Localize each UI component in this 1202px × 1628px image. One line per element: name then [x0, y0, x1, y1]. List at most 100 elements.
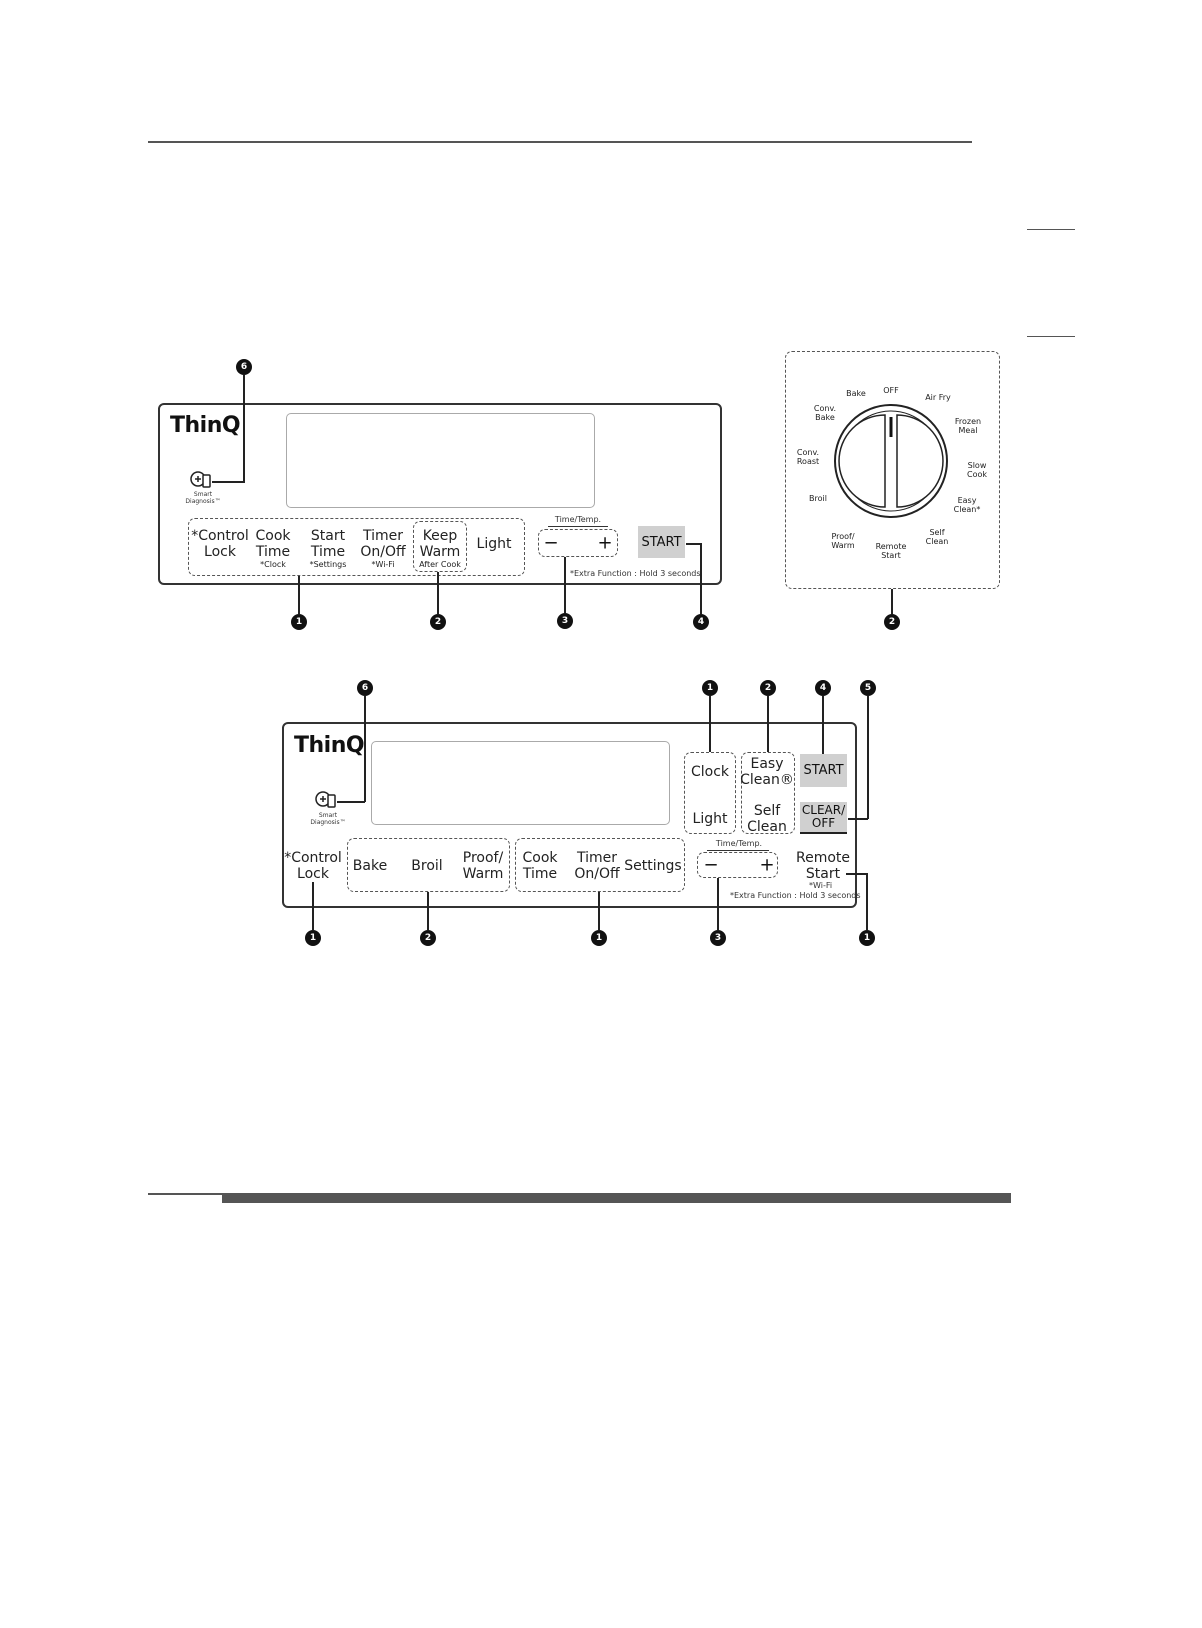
callout-4-top: 4 [693, 614, 709, 630]
time-temp-rule [548, 526, 608, 527]
knob-label-self-clean: Self Clean [925, 528, 949, 546]
keep-warm-group [413, 521, 467, 572]
time-temp-pad [538, 529, 618, 557]
footer-rule-thick [222, 1193, 1011, 1203]
plus-key[interactable]: + [597, 532, 613, 554]
timer-group-bottom [515, 838, 685, 892]
callout-1-bottom-c: 1 [859, 930, 875, 946]
start-button[interactable]: START [638, 526, 685, 558]
extra-function-note: *Extra Function : Hold 3 seconds [570, 569, 701, 578]
leader-1-top [298, 576, 300, 614]
cook-time-key-bottom[interactable]: Cook Time [522, 850, 558, 882]
knob-panel [785, 351, 1000, 589]
extra-function-note-bottom: *Extra Function : Hold 3 seconds [730, 891, 861, 900]
timer-key[interactable]: Timer On/Off *Wi-Fi [360, 528, 406, 569]
leader-4-top-h [686, 543, 701, 545]
knob-label-air-fry: Air Fry [925, 393, 951, 402]
leader-1-bottom-b [598, 892, 600, 930]
thinq-logo: ThinQ [170, 413, 241, 438]
clock-light-group [684, 752, 736, 834]
control-lock-key[interactable]: *Control Lock [191, 528, 249, 560]
callout-2-top: 2 [430, 614, 446, 630]
side-tab-mark-bottom [1027, 336, 1075, 337]
leader-6-top [243, 375, 245, 482]
minus-key[interactable]: − [543, 532, 559, 554]
start-button-bottom[interactable]: START [800, 754, 847, 787]
leader-3-top [564, 557, 566, 613]
knob-label-bake: Bake [846, 389, 866, 398]
mode-group-bottom [347, 838, 510, 892]
leader-3-bottom [717, 878, 719, 930]
plus-key-bottom[interactable]: + [759, 854, 775, 876]
knob-label-broil: Broil [809, 494, 827, 503]
mode-knob[interactable] [831, 401, 951, 521]
time-temp-label: Time/Temp. [554, 515, 602, 524]
leader-6-bottom-h [337, 801, 365, 803]
knob-label-off: OFF [883, 386, 899, 395]
leader-2-top [437, 572, 439, 614]
leader-2-bottom [427, 892, 429, 930]
top-control-panel [158, 403, 722, 585]
smart-diagnosis-icon [190, 471, 211, 488]
key-group-1 [188, 518, 525, 576]
leader-1-bottom-c [866, 873, 868, 930]
knob-label-proof-warm: Proof/ Warm [831, 532, 855, 550]
leader-1-bottom-top [709, 696, 711, 752]
display-window [286, 413, 595, 508]
leader-4-top [700, 543, 702, 614]
start-time-key[interactable]: Start Time *Settings [309, 528, 347, 569]
light-key[interactable]: Light [476, 536, 512, 552]
time-temp-rule-bottom [707, 850, 769, 851]
control-lock-key-bottom[interactable]: *Control Lock [284, 850, 342, 882]
clock-key[interactable]: Clock [690, 764, 730, 780]
timer-key-bottom[interactable]: Timer On/Off [574, 850, 620, 882]
callout-4-bottom: 4 [815, 680, 831, 696]
easy-clean-key[interactable]: Easy Clean® [740, 756, 794, 788]
leader-2-bottom-top [767, 696, 769, 752]
broil-key[interactable]: Broil [411, 858, 443, 874]
clear-off-button[interactable]: CLEAR/ OFF [800, 802, 847, 834]
callout-3-bottom: 3 [710, 930, 726, 946]
light-key-bottom[interactable]: Light [692, 811, 728, 827]
remote-start-key[interactable]: Remote Start [795, 850, 851, 882]
header-rule [148, 141, 972, 143]
callout-6-bottom: 6 [357, 680, 373, 696]
knob-label-conv-roast: Conv. Roast [796, 448, 820, 466]
leader-5-bottom-h [848, 818, 868, 820]
leader-4-bottom [822, 696, 824, 754]
callout-2-knob: 2 [884, 614, 900, 630]
proof-warm-key[interactable]: Proof/ Warm [462, 850, 504, 882]
callout-1-top: 1 [291, 614, 307, 630]
knob-label-slow-cook: Slow Cook [966, 461, 988, 479]
leader-2-knob [891, 589, 893, 614]
clean-group [741, 752, 795, 834]
callout-6-top: 6 [236, 359, 252, 375]
display-window-bottom [371, 741, 670, 825]
leader-1-bottom-c-h [846, 873, 867, 875]
bake-key[interactable]: Bake [352, 858, 388, 874]
side-tab-mark-top [1027, 229, 1075, 230]
keep-warm-key[interactable]: Keep Warm After Cook [419, 528, 461, 569]
callout-1-bottom-b: 1 [591, 930, 607, 946]
leader-5-bottom [867, 696, 869, 819]
callout-2-bottom: 2 [420, 930, 436, 946]
settings-key[interactable]: Settings [624, 858, 682, 874]
bottom-control-panel [282, 722, 857, 908]
callout-5-bottom: 5 [860, 680, 876, 696]
time-temp-pad-bottom [697, 852, 778, 878]
knob-label-remote-start: Remote Start [875, 542, 907, 560]
callout-3-top: 3 [557, 613, 573, 629]
footer-rule-thin [148, 1193, 224, 1195]
callout-1-bottom-a: 1 [305, 930, 321, 946]
cook-time-key[interactable]: Cook Time *Clock [255, 528, 291, 569]
minus-key-bottom[interactable]: − [703, 854, 719, 876]
time-temp-label-bottom: Time/Temp. [715, 839, 763, 848]
self-clean-key[interactable]: Self Clean [747, 803, 787, 835]
knob-label-conv-bake: Conv. Bake [813, 404, 837, 422]
leader-6-bottom [364, 696, 366, 802]
leader-1-bottom-a [312, 882, 314, 930]
leader-6-top-h [212, 481, 245, 483]
knob-label-frozen-meal: Frozen Meal [954, 417, 982, 435]
